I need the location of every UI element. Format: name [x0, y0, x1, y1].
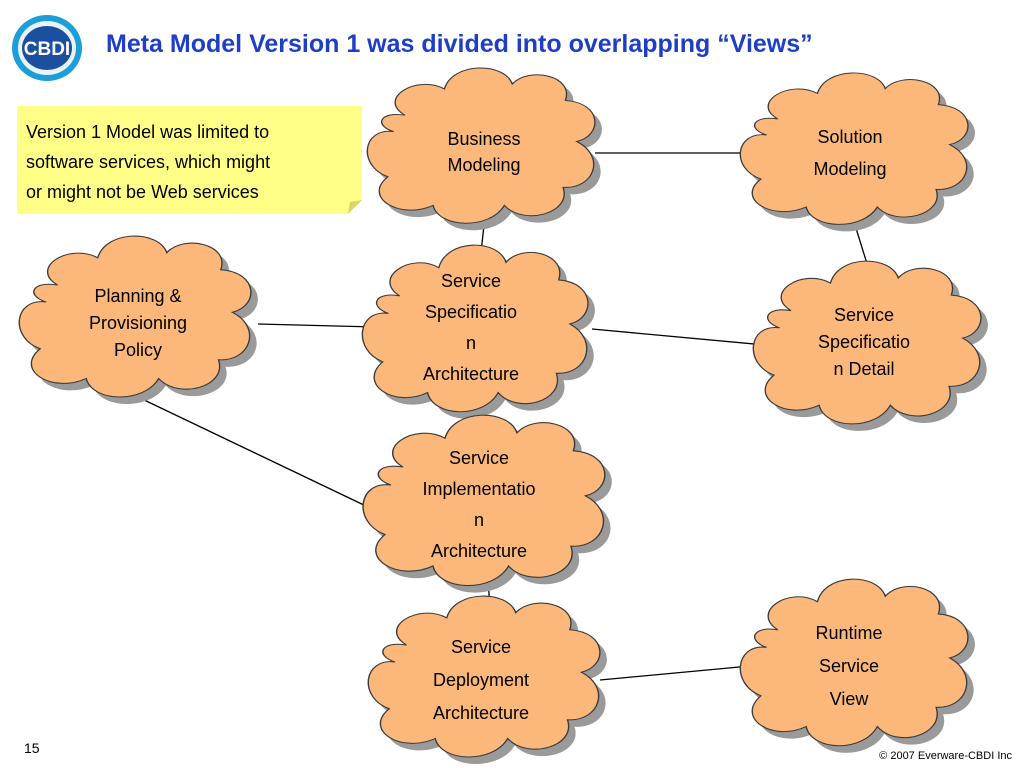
- label-line: Architecture: [432, 703, 530, 723]
- label-runtime-service-view: Runtime Service View: [779, 617, 919, 716]
- label-line: Modeling: [813, 159, 887, 179]
- connector: [257, 323, 376, 328]
- label-service-impl-architecture: Service Implementatio n Architecture: [399, 443, 559, 567]
- label-line: Specificatio: [817, 332, 911, 352]
- label-line: n: [473, 510, 484, 530]
- label-line: Service: [448, 448, 510, 468]
- label-line: Provisioning: [88, 313, 188, 333]
- label-line: Implementatio: [422, 479, 536, 499]
- label-service-deployment-architecture: Service Deployment Architecture: [406, 631, 556, 730]
- label-line: Service: [833, 305, 895, 325]
- label-line: View: [829, 689, 869, 709]
- label-line: Modeling: [447, 155, 521, 175]
- sticky-note: Version 1 Model was limited to software …: [17, 106, 362, 214]
- label-line: Service: [818, 656, 880, 676]
- label-line: Architecture: [422, 364, 520, 384]
- label-solution-modeling: Solution Modeling: [780, 121, 920, 185]
- label-line: Deployment: [432, 670, 530, 690]
- note-line: or might not be Web services: [26, 182, 259, 202]
- note-line: Version 1 Model was limited to: [26, 122, 270, 142]
- label-business-modeling: Business Modeling: [414, 126, 554, 178]
- slide-number: 15: [24, 740, 40, 756]
- label-line: Service: [450, 637, 512, 657]
- label-line: Specificatio: [424, 302, 518, 322]
- label-service-spec-detail: Service Specificatio n Detail: [794, 302, 934, 383]
- label-line: Service: [440, 271, 502, 291]
- label-line: n Detail: [833, 359, 895, 379]
- label-line: Business: [447, 129, 521, 149]
- slide-title: Meta Model Version 1 was divided into ov…: [106, 30, 813, 58]
- label-line: Solution: [817, 127, 883, 147]
- cbdi-logo: CBDI: [10, 13, 84, 83]
- label-line: n: [465, 333, 476, 353]
- note-line: software services, which might: [26, 152, 271, 172]
- label-service-spec-architecture: Service Specificatio n Architecture: [401, 266, 541, 390]
- copyright-notice: © 2007 Everware-CBDI Inc: [879, 750, 1012, 762]
- label-line: Policy: [113, 340, 162, 360]
- label-line: Architecture: [430, 541, 528, 561]
- connector: [139, 397, 369, 508]
- label-planning-provisioning: Planning & Provisioning Policy: [63, 283, 213, 364]
- label-line: Planning &: [94, 286, 182, 306]
- label-line: Runtime: [815, 623, 883, 643]
- logo-text: CBDI: [24, 39, 70, 60]
- connector: [599, 665, 751, 681]
- connector: [591, 328, 766, 346]
